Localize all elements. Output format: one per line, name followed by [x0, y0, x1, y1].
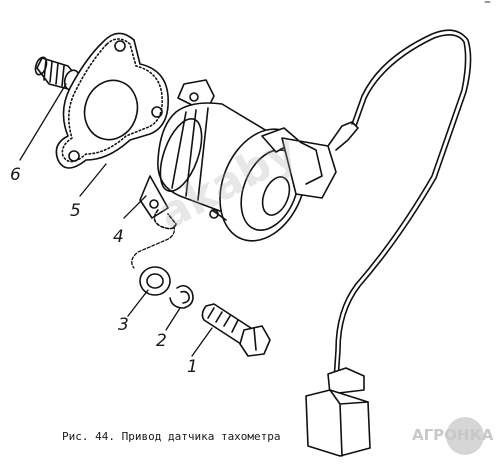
logo-text: АГРОНКА — [412, 426, 494, 444]
leader-line-2 — [165, 307, 181, 331]
bolt-part-1 — [201, 303, 271, 357]
part-label-5: 5 — [70, 201, 81, 221]
part-label-1: 1 — [187, 357, 198, 377]
part-label-4: 4 — [113, 227, 124, 247]
figure-caption: Рис. 44. Привод датчика тахометра — [62, 430, 281, 443]
leader-line-3 — [127, 289, 149, 317]
leader-line-4 — [123, 195, 147, 219]
leader-lines — [19, 83, 213, 357]
cable — [333, 29, 472, 381]
part-label-3: 3 — [118, 315, 129, 335]
spring-washer-part-2 — [169, 284, 194, 309]
washer-group-bracket — [131, 225, 175, 269]
gasket-part-5 — [55, 32, 169, 169]
part-label-2: 2 — [156, 331, 167, 351]
part-label-6: 6 — [10, 165, 21, 185]
corner-mark: – — [484, 0, 491, 10]
leader-line-1 — [191, 327, 213, 357]
logo-circle — [446, 417, 484, 455]
leader-line-5 — [79, 163, 107, 197]
cable-connector — [305, 367, 371, 457]
leader-line-6 — [19, 83, 67, 161]
sensor-body-part-4 — [139, 79, 359, 242]
washer-part-3 — [139, 266, 171, 296]
agronka-logo: АГРОНКА — [408, 416, 496, 456]
